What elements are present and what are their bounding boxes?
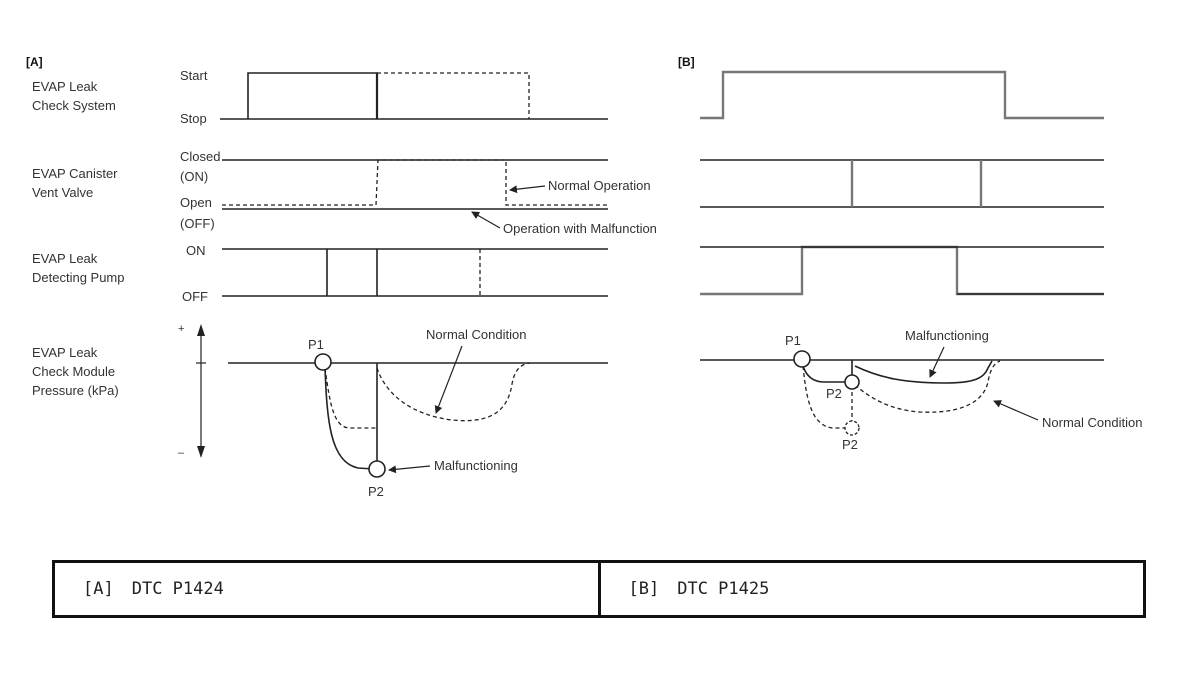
row2-open-label: Open <box>180 195 212 210</box>
row1-stop-label: Stop <box>180 111 207 126</box>
minus-sign: – <box>178 447 185 459</box>
dtc-cell-b-tag: [B] <box>628 579 660 599</box>
row2-signal-b <box>700 159 1104 208</box>
normal-condition-label-b: Normal Condition <box>1042 415 1142 430</box>
row3-signal-b <box>700 245 1104 296</box>
row3-off-label: OFF <box>182 289 208 304</box>
malfunctioning-label-b: Malfunctioning <box>905 328 989 343</box>
row3-on-label: ON <box>186 243 206 258</box>
pressure-traces-b <box>700 350 1104 436</box>
normal-operation-label: Normal Operation <box>548 178 651 193</box>
dtc-cell-b-text: DTC P1425 <box>677 579 770 599</box>
normal-condition-arrow-a <box>434 345 463 414</box>
row2-name-line2: Vent Valve <box>32 185 93 200</box>
malfunctioning-label-a: Malfunctioning <box>434 458 518 473</box>
p1-label-b: P1 <box>785 333 801 348</box>
panel-a: [A] EVAP Leak Check System Start Stop EV… <box>26 55 657 499</box>
dtc-cell-a-tag: [A] <box>83 579 114 599</box>
pressure-axis-a <box>196 324 206 458</box>
dtc-cell-b: [B] DTC P1425 <box>597 563 1144 615</box>
row4-name-line2: Check Module <box>32 364 115 379</box>
row3-name-line2: Detecting Pump <box>32 270 125 285</box>
row2-name-line1: EVAP Canister <box>32 166 118 181</box>
dtc-table: [A] DTC P1424 [B] DTC P1425 <box>52 560 1146 618</box>
panel-b-label: [B] <box>678 55 695 69</box>
p2-lower-label-b: P2 <box>842 437 858 452</box>
dtc-cell-a: [A] DTC P1424 <box>55 563 598 615</box>
row1-signal-b <box>700 70 1104 120</box>
pressure-traces-a <box>228 353 608 478</box>
normal-operation-arrow <box>509 185 546 194</box>
normal-condition-arrow-b <box>993 400 1039 421</box>
dtc-cell-a-text: DTC P1424 <box>131 579 224 599</box>
row1-signal-a <box>220 72 608 120</box>
row2-closed-label: Closed <box>180 149 220 164</box>
row3-name-line1: EVAP Leak <box>32 251 98 266</box>
row2-off-label: (OFF) <box>180 216 215 231</box>
row2-signal-a <box>222 159 608 210</box>
row4-name-line1: EVAP Leak <box>32 345 98 360</box>
row1-name-line1: EVAP Leak <box>32 79 98 94</box>
plus-sign: + <box>178 323 184 335</box>
p2-label-a: P2 <box>368 484 384 499</box>
panel-a-label: [A] <box>26 55 43 69</box>
p1-label-a: P1 <box>308 337 324 352</box>
normal-condition-label-a: Normal Condition <box>426 327 526 342</box>
p2-upper-label-b: P2 <box>826 386 842 401</box>
row2-on-label: (ON) <box>180 169 208 184</box>
row1-name-line2: Check System <box>32 98 116 113</box>
row4-name-line3: Pressure (kPa) <box>32 383 119 398</box>
row3-signal-a <box>222 248 608 297</box>
malfunctioning-arrow-b <box>929 346 945 378</box>
malfunction-operation-arrow <box>471 211 501 229</box>
malfunctioning-arrow-a <box>388 465 431 474</box>
timing-diagram: [A] EVAP Leak Check System Start Stop EV… <box>26 55 1142 499</box>
malfunction-operation-label: Operation with Malfunction <box>503 221 657 236</box>
row1-start-label: Start <box>180 68 208 83</box>
panel-b: [B] P1 <box>678 55 1142 452</box>
